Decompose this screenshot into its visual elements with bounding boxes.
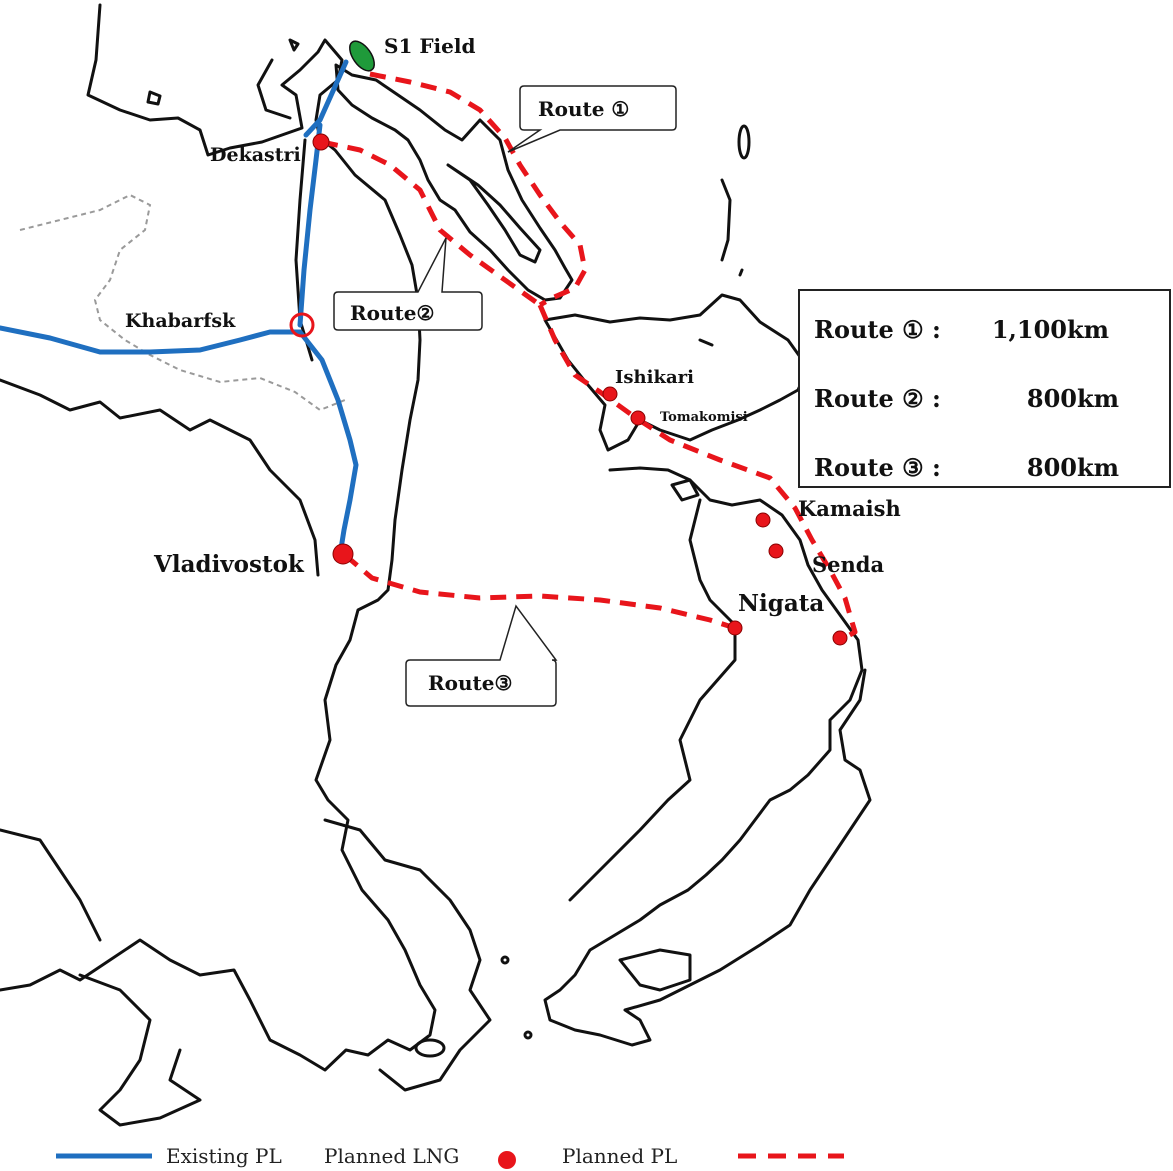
- s1-field-marker: [349, 40, 375, 72]
- label-khabarfsk: Khabarfsk: [125, 310, 236, 332]
- route-2-row: Route ② : 800km: [814, 384, 1159, 418]
- label-ishikari: Ishikari: [615, 367, 694, 388]
- national-border: [19, 193, 346, 412]
- callout-route-3-text: Route③: [428, 671, 512, 695]
- honshu-island: [543, 466, 872, 1047]
- lng-marker-vladivostok: [332, 543, 354, 565]
- route-1-row: Route ① : 1,100km: [814, 315, 1159, 349]
- existing-pl-khabarfsk-vladivostok: [297, 329, 359, 558]
- khabarfsk-junction-marker: [289, 312, 315, 338]
- route-2-name: Route ② :: [814, 384, 941, 413]
- planned-route-2: [321, 139, 542, 308]
- label-kamaish: Kamaish: [798, 496, 901, 521]
- legend-planned-pl-swatch: [738, 1153, 844, 1159]
- label-nigata: Nigata: [738, 590, 824, 617]
- sakhalin-lake: [446, 163, 542, 264]
- callout-route-1-text: Route ①: [538, 97, 629, 121]
- legend-existing-pl-swatch: [56, 1153, 152, 1159]
- small-island-4: [288, 38, 300, 52]
- lng-marker-dekastri: [312, 133, 330, 151]
- label-vladivostok: Vladivostok: [153, 551, 305, 578]
- korea-peninsula: [323, 818, 492, 1092]
- planned-route-1: [369, 71, 588, 308]
- existing-pl-s1-dekastri: [303, 59, 349, 138]
- legend-planned-lng-label: Planned LNG: [324, 1144, 460, 1168]
- route-1-name: Route ① :: [814, 315, 941, 344]
- planned-route-3: [343, 553, 736, 631]
- callout-route-3: Route③: [405, 604, 558, 707]
- route-distance-box: Route ① : 1,100km Route ② : 800km Route …: [798, 289, 1171, 488]
- sakhalin-island: [334, 63, 574, 302]
- small-island-3: [146, 90, 162, 106]
- honshu-west-coast: [568, 498, 737, 902]
- lng-marker-nigata: [727, 620, 743, 636]
- kuril-island-north: [737, 124, 751, 160]
- shikoku-island: [618, 948, 692, 992]
- lng-marker-senda: [768, 543, 784, 559]
- route-3-name: Route ③ :: [814, 453, 941, 482]
- route-2-distance: 800km: [1026, 384, 1119, 413]
- mainland-coastline: [0, 3, 437, 1072]
- lng-marker-ishikari: [602, 386, 618, 402]
- route-1-distance: 1,100km: [991, 315, 1109, 344]
- label-dekastri: Dekastri: [210, 144, 301, 166]
- callout-route-1: Route ①: [507, 85, 677, 153]
- route-3-row: Route ③ : 800km: [814, 453, 1159, 487]
- legend-existing-pl-label: Existing PL: [166, 1144, 282, 1168]
- kuril-islands: [698, 178, 744, 347]
- label-senda: Senda: [812, 552, 884, 577]
- label-s1-field: S1 Field: [384, 34, 475, 58]
- route-3-distance: 800km: [1026, 453, 1119, 482]
- planned-route-japan-trunk: [537, 304, 858, 639]
- island-sw: [78, 973, 202, 1127]
- oki-island: [414, 1038, 446, 1058]
- coastline-china-north: [0, 828, 102, 942]
- map-legend: Existing PL Planned LNG Planned PL: [50, 1140, 850, 1170]
- callout-route-2: Route②: [333, 237, 483, 331]
- coastline-west: [0, 378, 320, 577]
- small-island-2: [523, 1030, 533, 1040]
- small-island-1: [500, 955, 510, 965]
- existing-pl-west: [0, 325, 303, 355]
- label-tomakomisi: Tomakomisi: [660, 410, 748, 425]
- lng-marker-tomakomisi: [630, 410, 646, 426]
- hokkaido-island: [543, 293, 810, 452]
- legend-planned-pl-label: Planned PL: [562, 1144, 678, 1168]
- sado-island: [670, 478, 700, 502]
- lng-marker-kamaish: [755, 512, 771, 528]
- callout-route-2-text: Route②: [350, 301, 434, 325]
- legend-planned-lng-swatch: [498, 1151, 516, 1169]
- coastline-bay: [256, 58, 292, 120]
- lng-marker-south: [832, 630, 848, 646]
